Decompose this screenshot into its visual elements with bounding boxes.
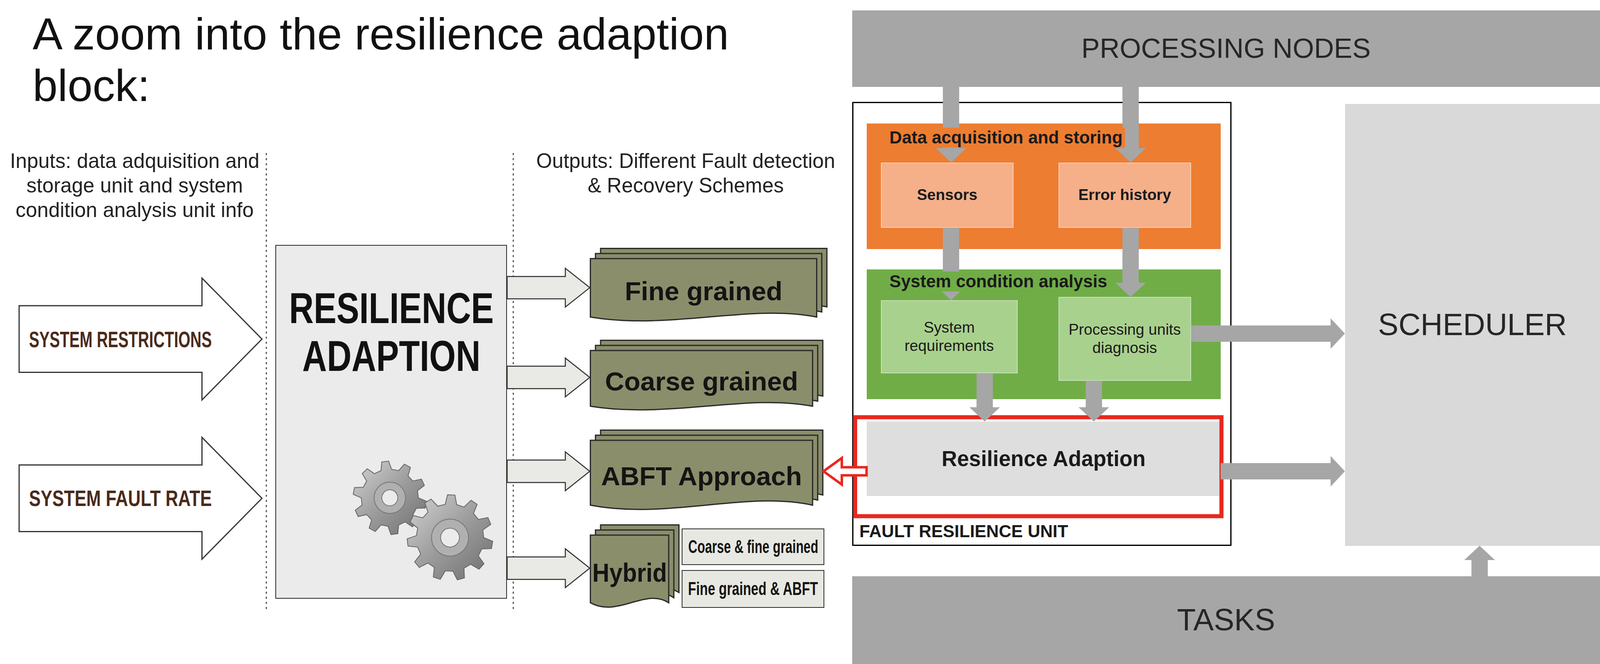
flow-arrow <box>506 452 590 491</box>
gear-hub <box>373 482 406 515</box>
flow-arrow <box>935 86 967 163</box>
process-box: System requirements <box>880 300 1018 374</box>
arrow-outline <box>19 437 263 560</box>
node-text: RESILIENCE ADAPTION <box>289 284 494 381</box>
document-sheet <box>590 258 817 322</box>
arrow-outline <box>19 278 263 401</box>
flow-arrow <box>823 458 867 485</box>
gear-illustration <box>353 461 493 581</box>
output-scheme: Hybrid <box>589 524 680 612</box>
flow-arrow <box>506 548 590 588</box>
slide-title: A zoom into the resilience adaption bloc… <box>32 8 850 112</box>
flow-arrow <box>1220 456 1346 488</box>
flow-arrow <box>1464 546 1496 577</box>
section-band: Data acquisition and storingSensors Error… <box>866 123 1221 250</box>
flow-arrow <box>1115 86 1147 163</box>
section-label: Inputs: data adquisition and storage uni… <box>4 148 266 223</box>
input-arrow: SYSTEM FAULT RATE <box>18 436 264 561</box>
hybrid-box: Fine grained & ABFT <box>681 570 825 609</box>
divider-line <box>265 153 268 610</box>
gear-hole <box>440 528 460 547</box>
flow-arrow <box>969 373 1001 422</box>
node-text: PROCESSING NODES <box>1081 32 1371 65</box>
unit-container: FAULT RESILIENCE UNIT Data acquisition an… <box>852 101 1232 546</box>
band: TASKS <box>852 576 1600 664</box>
flow-arrow <box>506 358 590 397</box>
gear-icon <box>407 494 493 580</box>
flow-arrow <box>935 227 967 301</box>
node-text: Error history <box>1078 186 1172 204</box>
section-band: System condition analysisSystem requirem… <box>866 269 1221 400</box>
node-text: System requirements <box>885 318 1013 356</box>
output-scheme: Coarse grained <box>589 339 824 414</box>
process-box: Processing units diagnosis <box>1058 296 1192 381</box>
node-text: TASKS <box>1177 602 1276 639</box>
node-text: Processing units diagnosis <box>1063 320 1187 358</box>
node-text: Coarse grained <box>605 366 799 397</box>
node-text: SYSTEM FAULT RATE <box>29 485 213 512</box>
hybrid-box: Coarse & fine grained <box>681 528 825 566</box>
flow-arrow <box>506 268 590 307</box>
document-sheet <box>590 350 813 411</box>
flow-arrow <box>1191 318 1346 349</box>
section-label: Outputs: Different Fault detection & Rec… <box>534 148 837 198</box>
node-text: Coarse & fine grained <box>687 536 818 558</box>
document-sheet <box>590 440 813 510</box>
node-text: Fine grained & ABFT <box>687 578 818 600</box>
node-text: ABFT Approach <box>600 461 802 492</box>
node-text: Resilience Adaption <box>941 446 1146 472</box>
node-text: Data acquisition and storing <box>887 127 1126 148</box>
process-box: Sensors <box>880 162 1014 228</box>
node-text: Fine grained <box>624 276 783 307</box>
node-text: System condition analysis <box>887 271 1111 292</box>
process-box: Error history <box>1058 162 1192 228</box>
input-arrow: SYSTEM RESTRICTIONS <box>18 277 264 401</box>
output-scheme: Fine grained <box>589 247 828 325</box>
process-box: Resilience Adaption <box>866 421 1221 497</box>
scheduler-box: SCHEDULER <box>1345 103 1600 546</box>
node-text: Hybrid <box>592 557 667 589</box>
highlight-frame <box>855 417 1222 517</box>
node-text: FAULT RESILIENCE UNIT <box>859 521 1069 542</box>
node-text: Sensors <box>917 186 978 204</box>
gear-hole <box>381 489 398 506</box>
output-scheme: ABFT Approach <box>589 429 824 514</box>
band: PROCESSING NODES <box>852 10 1600 87</box>
node-text: SCHEDULER <box>1377 307 1567 343</box>
gear-hub <box>431 519 469 557</box>
document-sheet <box>590 535 669 608</box>
flow-arrow <box>1115 227 1147 298</box>
flow-arrow <box>1078 380 1110 422</box>
node-text: SYSTEM RESTRICTIONS <box>29 326 213 353</box>
